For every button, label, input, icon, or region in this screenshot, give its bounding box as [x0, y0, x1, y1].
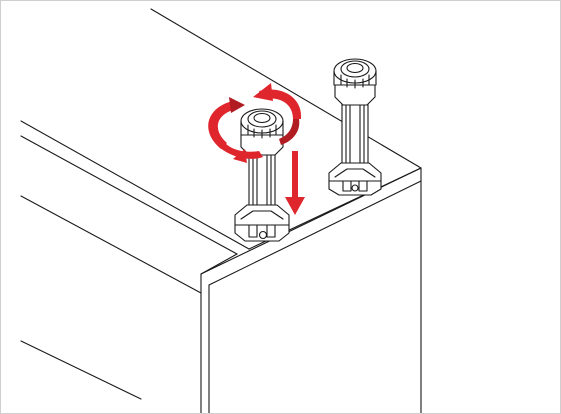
- leveling-foot-front: [234, 108, 290, 242]
- cabinet-front-top-edge: [20, 120, 250, 250]
- cabinet-panel-line-1: [20, 195, 202, 294]
- cabinet-front-inner-edge: [20, 135, 238, 255]
- cabinet-side-top-front: [200, 167, 422, 275]
- cabinet-corner-bevel: [200, 253, 238, 275]
- down-arrow-icon: [285, 151, 305, 215]
- rotate-arrows-icon: [208, 83, 302, 163]
- leveling-foot-back: [328, 58, 382, 196]
- cabinet-panel-line-2: [20, 340, 142, 400]
- cabinet-back-edge: [150, 8, 422, 169]
- cabinet-panel-inner: [208, 180, 422, 286]
- cabinet-body: [20, 8, 422, 413]
